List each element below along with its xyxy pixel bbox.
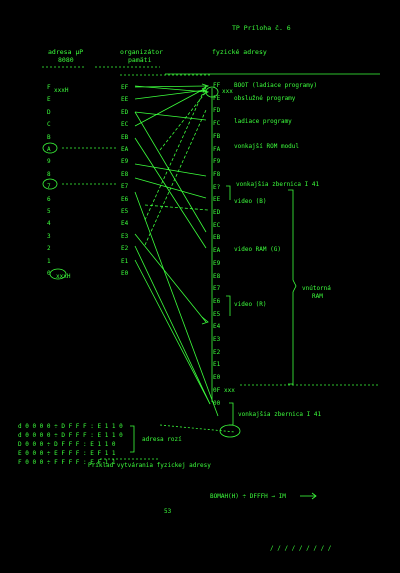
physical-address: E6 <box>213 297 221 305</box>
mid-address: E9 <box>121 158 129 166</box>
physical-address: F9 <box>213 158 221 166</box>
physical-address: EB <box>213 234 221 242</box>
label-service: obslužné programy <box>234 95 296 102</box>
label-boot: BOOT (ladiace programy) <box>234 82 318 89</box>
page-number: 53 <box>164 508 172 515</box>
mid-column-subtitle: pamäti <box>128 56 152 64</box>
physical-address: F8 <box>213 170 221 178</box>
label-video-ram: video RAM (G) <box>234 246 281 253</box>
physical-address: E2 <box>213 348 221 356</box>
label-ext-bus-1: vonkajšia zbernica I 41 <box>236 181 320 188</box>
physical-address: EC <box>213 221 221 229</box>
left-addr-suffix-bottom: xxxH <box>56 273 71 280</box>
left-column-subtitle: 8080 <box>58 56 74 64</box>
left-address: 3 <box>47 232 51 240</box>
physical-address: FD <box>213 107 221 115</box>
mid-address: E8 <box>121 170 129 178</box>
left-address: 9 <box>47 158 51 166</box>
label-debug: ladiace programy <box>234 118 292 125</box>
physical-address: FF <box>213 82 221 89</box>
address-range-line: F 0 0 0 ÷ F F F F : E F 1 1 <box>18 459 116 466</box>
right-addr-suffix-top: xxx <box>222 88 233 95</box>
caption: Príklad vytvárania fyzickej adresy <box>88 462 211 469</box>
physical-address: EE <box>213 196 221 204</box>
left-address: 5 <box>47 208 51 215</box>
left-address: E <box>47 96 51 104</box>
left-addr-suffix-top: xxxH <box>54 87 69 94</box>
mid-address: E1 <box>121 257 129 265</box>
physical-address: ED <box>213 209 221 216</box>
left-address: 0 <box>47 270 51 277</box>
left-address: A <box>47 146 51 153</box>
physical-address: FA <box>213 145 221 153</box>
physical-address: EA <box>213 247 221 255</box>
mid-address: EB <box>121 133 129 141</box>
left-address: 7 <box>47 183 51 191</box>
footer-note: / / / / / / / / / <box>270 545 332 552</box>
physical-address: E9 <box>213 259 221 267</box>
label-internal-ram: vnútorná <box>302 285 331 292</box>
mid-column-title: organizátor <box>120 48 164 56</box>
physical-address: E0 <box>213 374 221 382</box>
left-address: 2 <box>47 245 51 253</box>
label-rom: vonkajší ROM modul <box>234 143 300 150</box>
mid-address: E5 <box>121 208 129 215</box>
physical-address: E7 <box>213 285 221 293</box>
left-column-title: adresa µP <box>48 48 84 56</box>
physical-address: FE <box>213 94 221 102</box>
mid-address: EE <box>121 96 129 104</box>
mid-address: EF <box>121 84 129 91</box>
label-internal-ram-2: RAM <box>312 293 323 300</box>
mid-address: E2 <box>121 245 129 253</box>
left-address: C <box>47 121 51 129</box>
physical-address: E5 <box>213 310 221 318</box>
address-range-line: d 0 0 0 0 ÷ D F F F : E 1 1 0 <box>18 432 123 439</box>
physical-address: 00 <box>213 399 221 407</box>
mid-address: E7 <box>121 183 129 191</box>
mid-address: EA <box>121 146 129 153</box>
address-range-brace-label: adresa rozí <box>142 436 182 443</box>
physical-address: FB <box>213 132 221 140</box>
address-range-line: D 0 0 0 ÷ D F F F : E 1 1 0 <box>18 441 116 448</box>
address-range-line: E 0 0 0 ÷ E F F F : E F 1 1 <box>18 450 116 457</box>
physical-address: E8 <box>213 272 221 280</box>
address-range-line: d 0 0 0 0 ÷ D F F F : E 1 1 0 <box>18 423 123 430</box>
label-ext-bus-2: vonkajšia zbernica I 41 <box>238 411 322 418</box>
right-addr-suffix-bottom: xxx <box>224 387 235 394</box>
right-column-title: fyzické adresy <box>212 48 267 56</box>
mid-address: EC <box>121 121 129 129</box>
left-address: 6 <box>47 195 51 203</box>
left-address: 8 <box>47 170 51 178</box>
bottom-formula: BOMAH(H) ÷ DFFFH → IM <box>210 493 286 500</box>
page-header: TP Príloha č. 6 <box>232 24 291 32</box>
left-address: F <box>47 84 51 91</box>
physical-address: E3 <box>213 336 221 343</box>
physical-address: FC <box>213 120 221 128</box>
physical-address: E? <box>213 183 221 191</box>
mid-address: ED <box>121 108 129 116</box>
left-address: B <box>47 133 51 141</box>
left-address: D <box>47 108 51 116</box>
physical-address: E4 <box>213 323 221 331</box>
physical-address: 0F <box>213 386 221 394</box>
label-video-b: video (B) <box>234 198 267 205</box>
label-video-r: video (R) <box>234 301 267 308</box>
physical-address: E1 <box>213 361 221 369</box>
mid-address: E3 <box>121 232 129 240</box>
left-address: 1 <box>47 257 51 265</box>
mid-address: E6 <box>121 195 129 203</box>
mid-address: E4 <box>121 220 129 228</box>
left-address: 4 <box>47 220 51 228</box>
mid-address: E0 <box>121 270 129 277</box>
